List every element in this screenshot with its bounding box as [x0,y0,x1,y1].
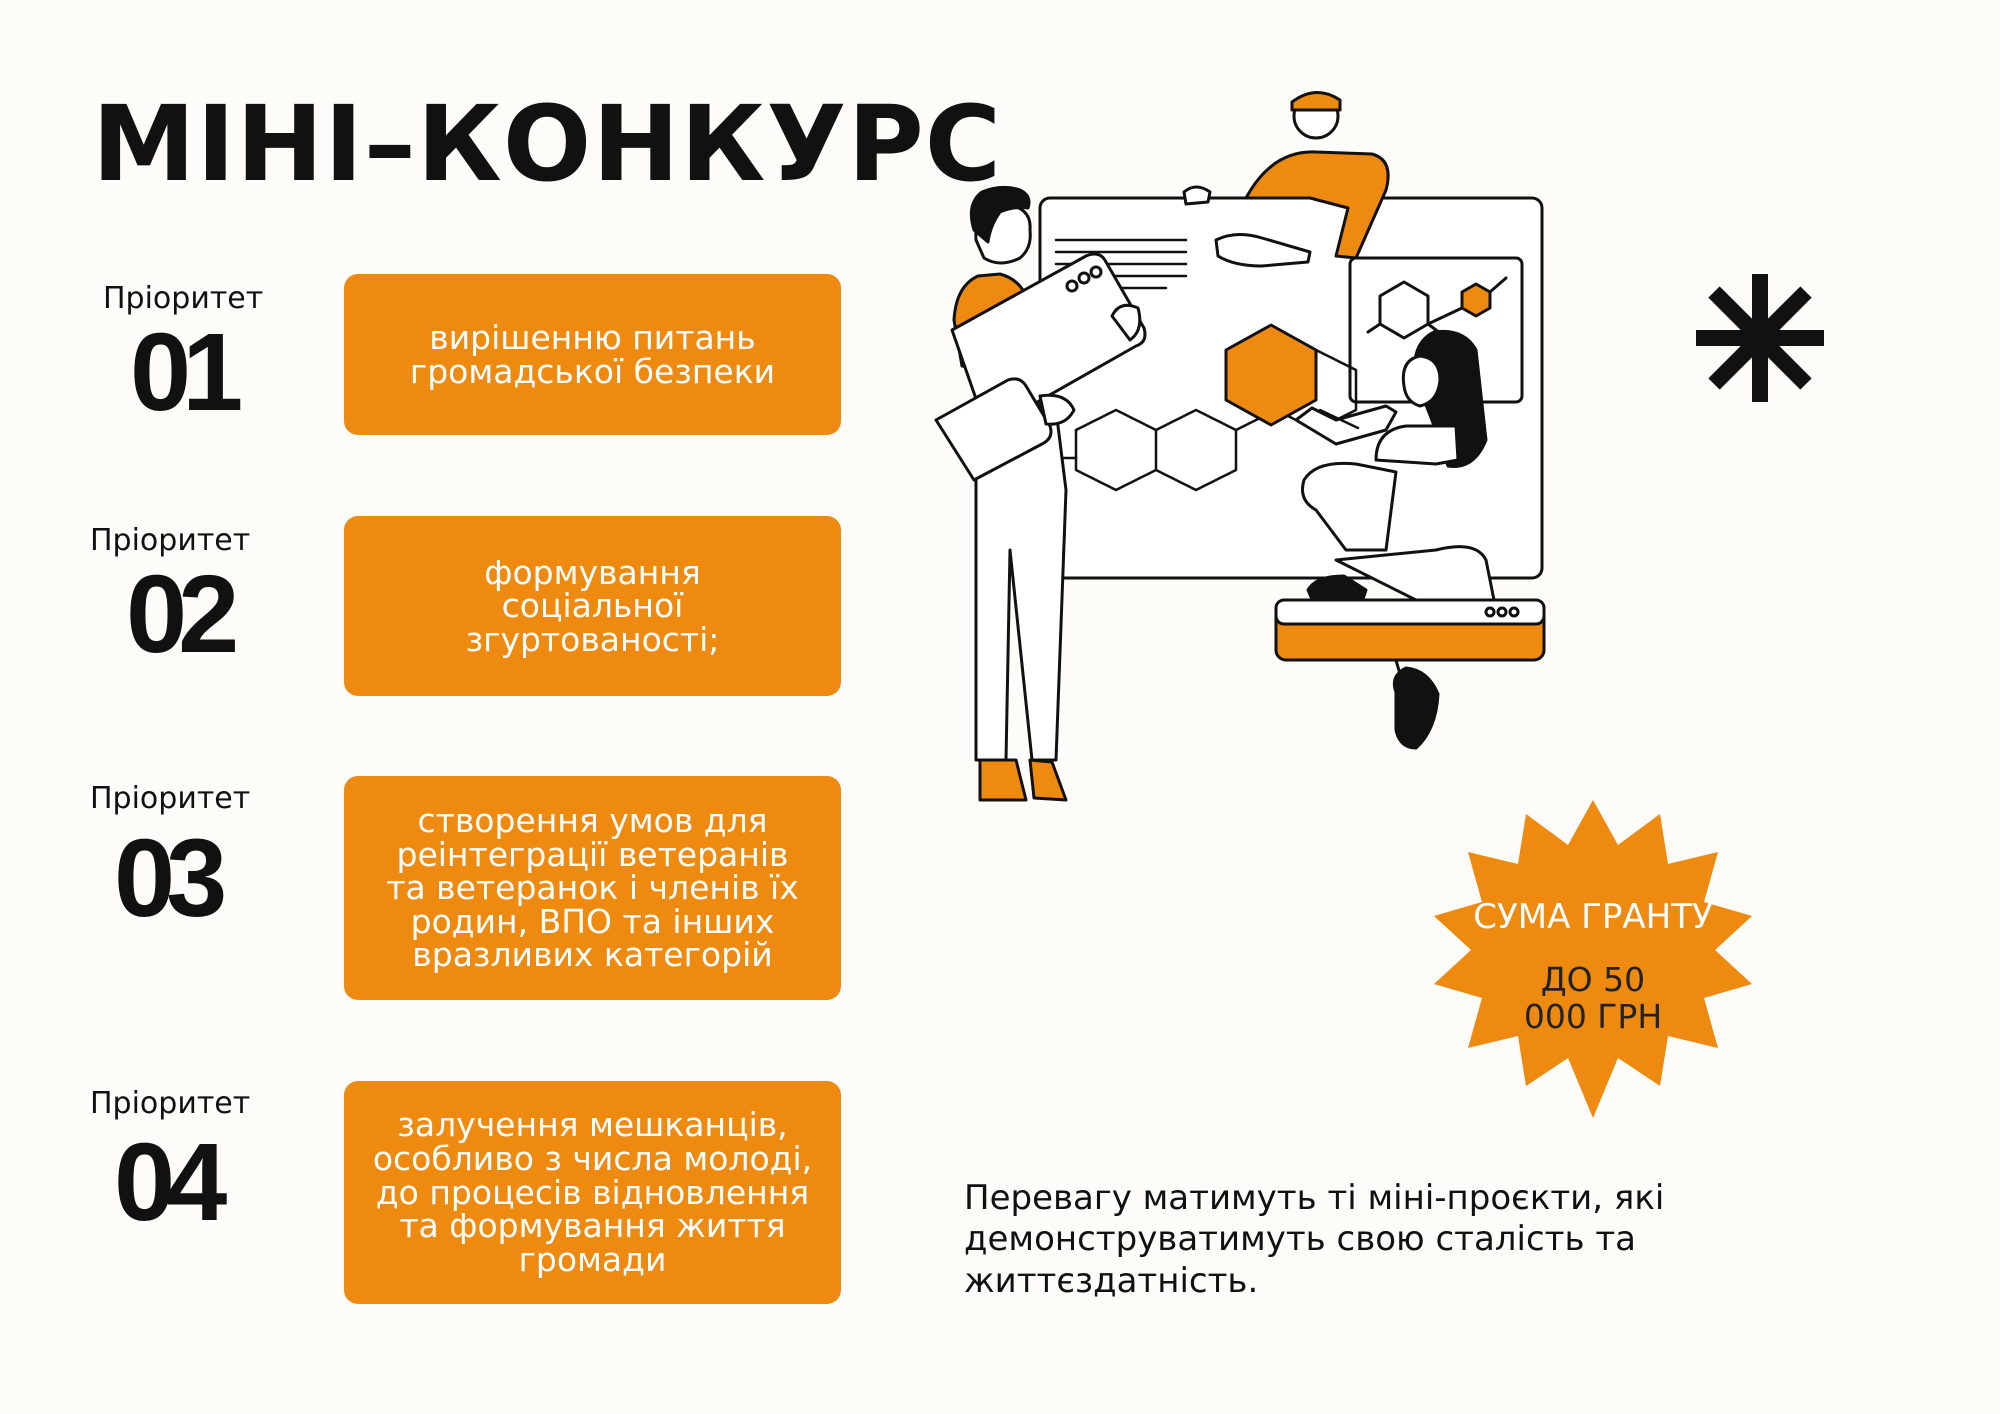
priority-4-label: Пріоритет [90,1086,251,1121]
priority-1-text: вирішенню питань громадської безпеки [409,317,776,391]
priority-1-label: Пріоритет [103,281,264,316]
priority-4-text: залучення мешканців, особливо з числа мо… [372,1105,813,1279]
priority-2-number: 02 [126,553,239,676]
priority-2-text: формування соціальної згуртованості; [465,552,720,659]
priority-3-box: створення умов для реінтеграції ветерані… [344,776,841,1000]
grant-amount: ДО 50 000 ГРН [1432,960,1754,1036]
page-title: МІНІ–КОНКУРС [92,83,1003,205]
team-illustration [934,91,1546,802]
priority-1-box: вирішенню питань громадської безпеки [344,274,841,435]
priority-3-number: 03 [114,817,227,940]
priority-2-box: формування соціальної згуртованості; [344,516,841,696]
note-text: Перевагу матимуть ті міні-проєкти, які д… [964,1178,1665,1301]
priority-4-box: залучення мешканців, особливо з числа мо… [344,1081,841,1304]
grant-amount-text: ДО 50 000 ГРН [1523,960,1663,1036]
priority-3-label: Пріоритет [90,781,251,816]
priority-4-number: 04 [114,1121,227,1244]
priority-3-text: створення умов для реінтеграції ветерані… [386,800,799,975]
asterisk-icon [1696,274,1824,402]
grant-heading: СУМА ГРАНТУ [1473,897,1713,937]
priority-2-label: Пріоритет [90,523,251,558]
starburst-badge [1434,800,1752,1118]
priority-1-number: 01 [130,311,243,434]
